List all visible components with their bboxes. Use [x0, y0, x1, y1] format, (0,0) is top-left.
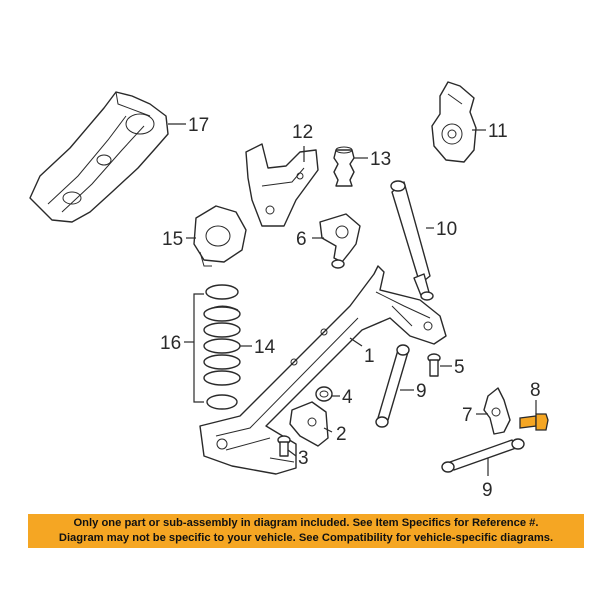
- part-7-plate: [483, 387, 511, 435]
- part-9-upper-link: [375, 344, 410, 428]
- callout-11: 11: [488, 121, 508, 142]
- callout-5: 5: [454, 357, 465, 378]
- part-15-spring-mount: [193, 205, 247, 267]
- callout-3: 3: [298, 448, 309, 469]
- part-17-floor-pan: [29, 91, 169, 223]
- callout-17: 17: [188, 115, 209, 136]
- disclaimer-line-2: Diagram may not be specific to your vehi…: [58, 532, 554, 544]
- disclaimer-banner: Only one part or sub-assembly in diagram…: [28, 514, 584, 548]
- callout-9-upper: 9: [416, 381, 427, 402]
- part-3-bolt: [277, 435, 291, 457]
- callout-8: 8: [530, 380, 541, 401]
- callout-15: 15: [162, 229, 183, 250]
- disclaimer-line-1: Only one part or sub-assembly in diagram…: [73, 517, 539, 529]
- part-2-bracket: [289, 401, 329, 447]
- callout-6: 6: [296, 229, 307, 250]
- part-10-shock-absorber: [390, 180, 434, 301]
- callout-14: 14: [254, 337, 276, 358]
- part-4-bushing: [315, 386, 333, 402]
- part-8-bolt-highlighted: [519, 413, 549, 431]
- part-13-bump-stop: [333, 146, 355, 187]
- callout-16: 16: [160, 333, 181, 354]
- callout-9-lower: 9: [482, 480, 493, 501]
- callout-7: 7: [462, 405, 473, 426]
- callout-12: 12: [292, 122, 313, 143]
- leader-lines: [168, 123, 537, 476]
- callout-13: 13: [370, 149, 391, 170]
- callout-10: 10: [436, 219, 457, 240]
- callout-4: 4: [342, 387, 353, 408]
- part-14-coil-spring: [203, 284, 241, 410]
- part-9-lower-link: [441, 438, 525, 473]
- callout-1: 1: [364, 346, 375, 367]
- part-6-ball-joint: [319, 213, 361, 269]
- part-5-bolt: [427, 353, 441, 377]
- part-1-axle-beam: [199, 265, 447, 475]
- part-11-knuckle: [431, 81, 477, 163]
- part-12-bracket: [245, 143, 319, 227]
- callout-2: 2: [336, 424, 347, 445]
